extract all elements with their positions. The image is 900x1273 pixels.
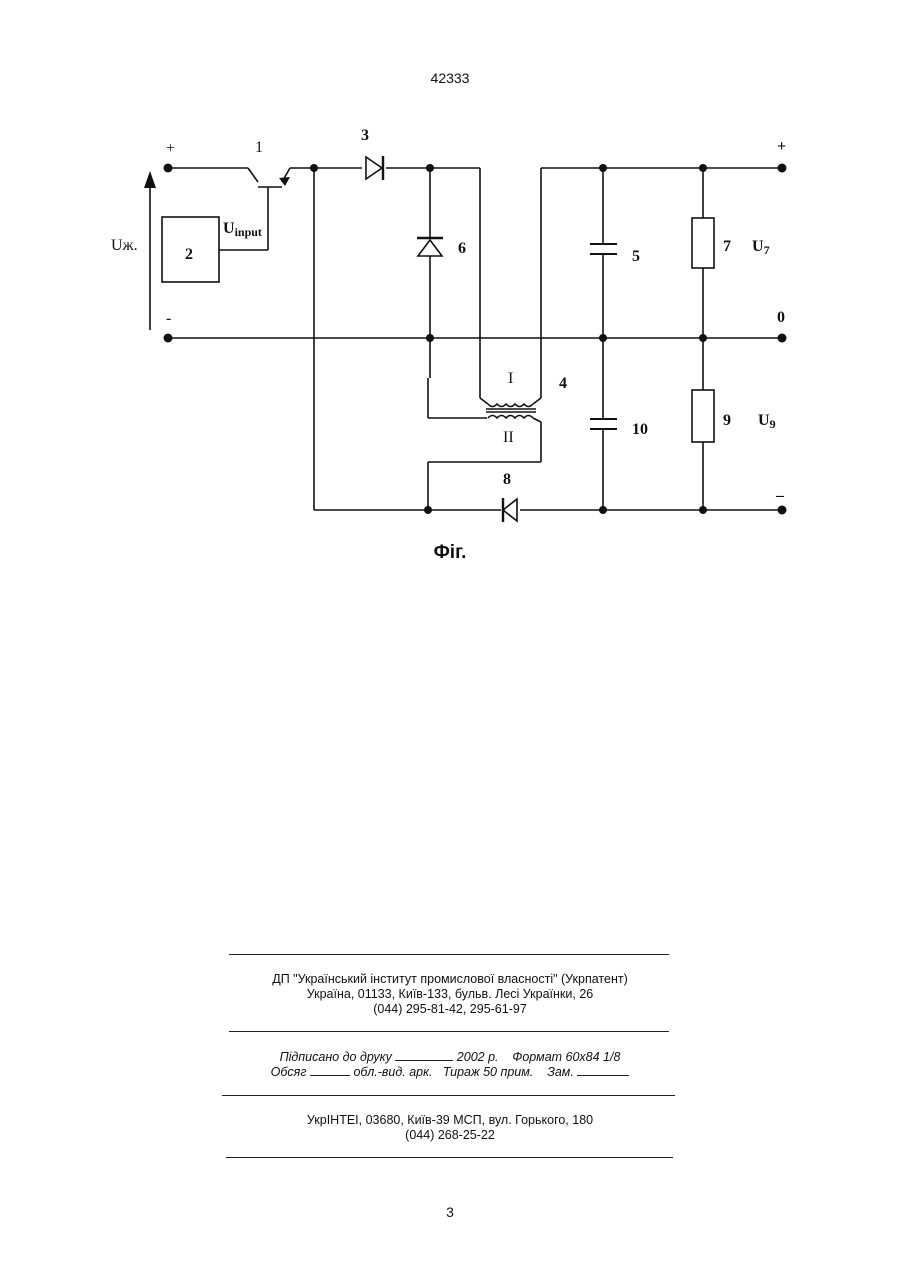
u9-label: U9 xyxy=(758,412,776,431)
diode-3-label: 3 xyxy=(361,127,369,144)
winding-1-label: I xyxy=(508,370,513,387)
imprint-rule-bottom xyxy=(226,1157,673,1158)
capacitor-5-label: 5 xyxy=(632,248,640,265)
input-minus-label: - xyxy=(166,310,171,327)
output-plus-label: + xyxy=(777,138,786,155)
printer-line-2: (044) 268-25-22 xyxy=(0,1128,900,1143)
output-zero-label: 0 xyxy=(777,309,785,326)
signed-label: Підписано до друку xyxy=(280,1050,392,1064)
emitter-arrow xyxy=(279,177,290,186)
diode-3 xyxy=(366,156,383,180)
diode-8 xyxy=(503,498,517,522)
transformer-4-label: 4 xyxy=(559,375,567,392)
transistor-1-label: 1 xyxy=(255,139,263,156)
publisher-line-1: ДП "Український інститут промислової вла… xyxy=(0,972,900,987)
volume-blank xyxy=(310,1064,350,1076)
winding-2-label: II xyxy=(503,429,514,446)
figure-caption: Фіг. xyxy=(0,542,900,564)
volume-line: Обсяг обл.-вид. арк. Тираж 50 прим. Зам. xyxy=(0,1064,900,1080)
page-number: 3 xyxy=(0,1204,900,1220)
control-signal-label: Uinput xyxy=(223,220,262,239)
imprint-rule-2 xyxy=(229,1031,669,1032)
input-arrow-head xyxy=(144,171,156,188)
publisher-line-2: Україна, 01133, Київ-133, бульв. Лесі Ук… xyxy=(0,987,900,1002)
signed-line: Підписано до друку 2002 р. Формат 60х84 … xyxy=(0,1049,900,1065)
output-minus-label: – xyxy=(775,487,785,504)
imprint-rule-top xyxy=(229,954,669,955)
circulation-label: Тираж 50 прим. xyxy=(443,1065,533,1079)
capacitor-10-label: 10 xyxy=(632,421,648,438)
format-label: Формат 60х84 1/8 xyxy=(512,1050,620,1064)
resistor-7-label: 7 xyxy=(723,238,731,255)
input-voltage-label: Uж. xyxy=(111,237,138,254)
imprint-rule-3 xyxy=(222,1095,675,1096)
signed-date-blank xyxy=(395,1049,453,1061)
order-blank xyxy=(577,1064,629,1076)
circuit-diagram: + - Uж. 1 2 Uinput 3 6 I 4 II 8 5 10 7 9… xyxy=(0,0,900,560)
order-label: Зам. xyxy=(547,1065,574,1079)
control-block-2-label: 2 xyxy=(185,246,193,263)
diode-6 xyxy=(417,238,443,256)
signed-year: 2002 р. xyxy=(457,1050,499,1064)
diode-6-label: 6 xyxy=(458,240,466,257)
volume-units: обл.-вид. арк. xyxy=(353,1065,432,1079)
volume-label: Обсяг xyxy=(271,1065,307,1079)
resistor-9-label: 9 xyxy=(723,412,731,429)
u7-label: U7 xyxy=(752,238,770,257)
input-plus-label: + xyxy=(166,140,175,157)
printer-line-1: УкрІНТЕІ, 03680, Київ-39 МСП, вул. Горьк… xyxy=(0,1113,900,1128)
diode-8-label: 8 xyxy=(503,471,511,488)
publisher-line-3: (044) 295-81-42, 295-61-97 xyxy=(0,1002,900,1017)
